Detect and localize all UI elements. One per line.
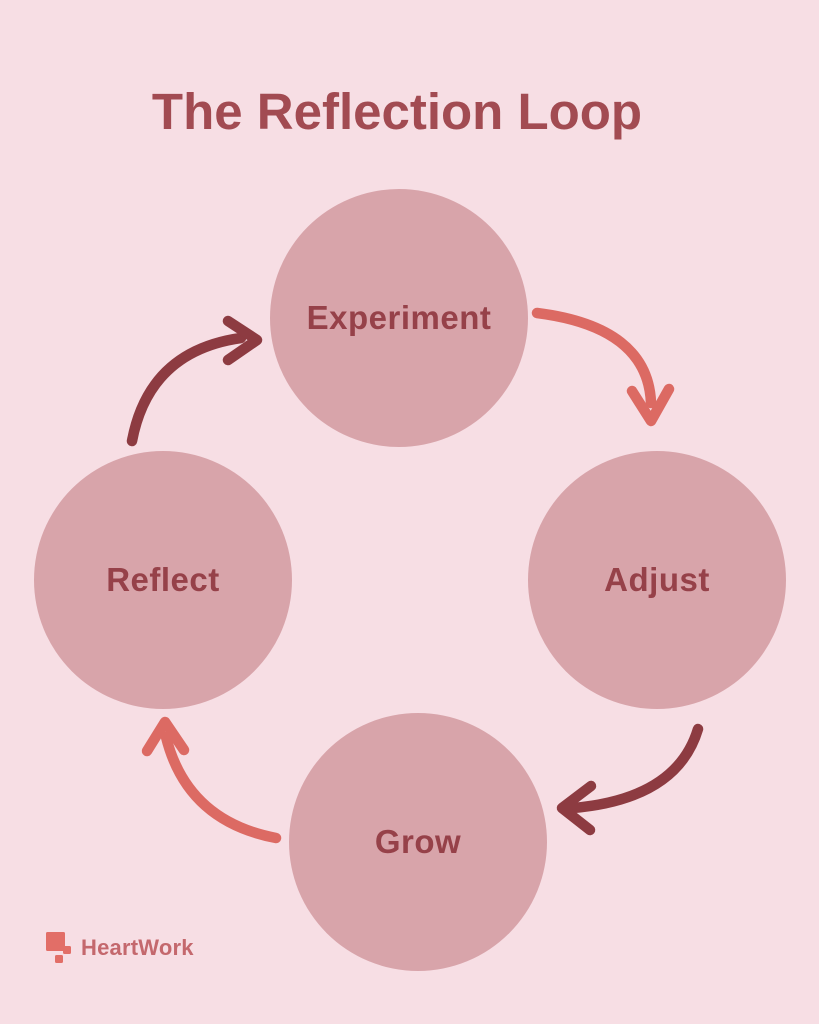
arrow-curve xyxy=(531,307,657,409)
arrow-experiment-to-adjust-icon xyxy=(531,307,675,427)
arrow-curve xyxy=(126,332,247,447)
brand-logo: HeartWork xyxy=(46,932,194,963)
arrow-curve xyxy=(160,731,282,844)
arrow-head xyxy=(626,383,675,427)
arrow-reflect-to-experiment-icon xyxy=(126,315,263,447)
arrow-curve xyxy=(567,723,704,814)
arrow-grow-to-reflect-icon xyxy=(141,716,282,844)
arrow-adjust-to-grow-icon xyxy=(556,723,704,836)
page-title: The Reflection Loop xyxy=(151,83,643,140)
node-experiment: Experiment xyxy=(270,189,528,447)
node-grow: Grow xyxy=(289,713,547,971)
arrow-head xyxy=(556,780,597,836)
node-adjust: Adjust xyxy=(528,451,786,709)
node-grow-label: Grow xyxy=(374,823,462,860)
node-experiment-label: Experiment xyxy=(306,299,492,336)
node-reflect: Reflect xyxy=(34,451,292,709)
brand-name: HeartWork xyxy=(81,934,194,960)
node-reflect-label: Reflect xyxy=(106,561,220,598)
node-adjust-label: Adjust xyxy=(604,561,710,598)
arrow-head xyxy=(222,315,263,366)
heartwork-pixel-squares-icon xyxy=(46,932,71,963)
arrow-head xyxy=(141,716,190,757)
